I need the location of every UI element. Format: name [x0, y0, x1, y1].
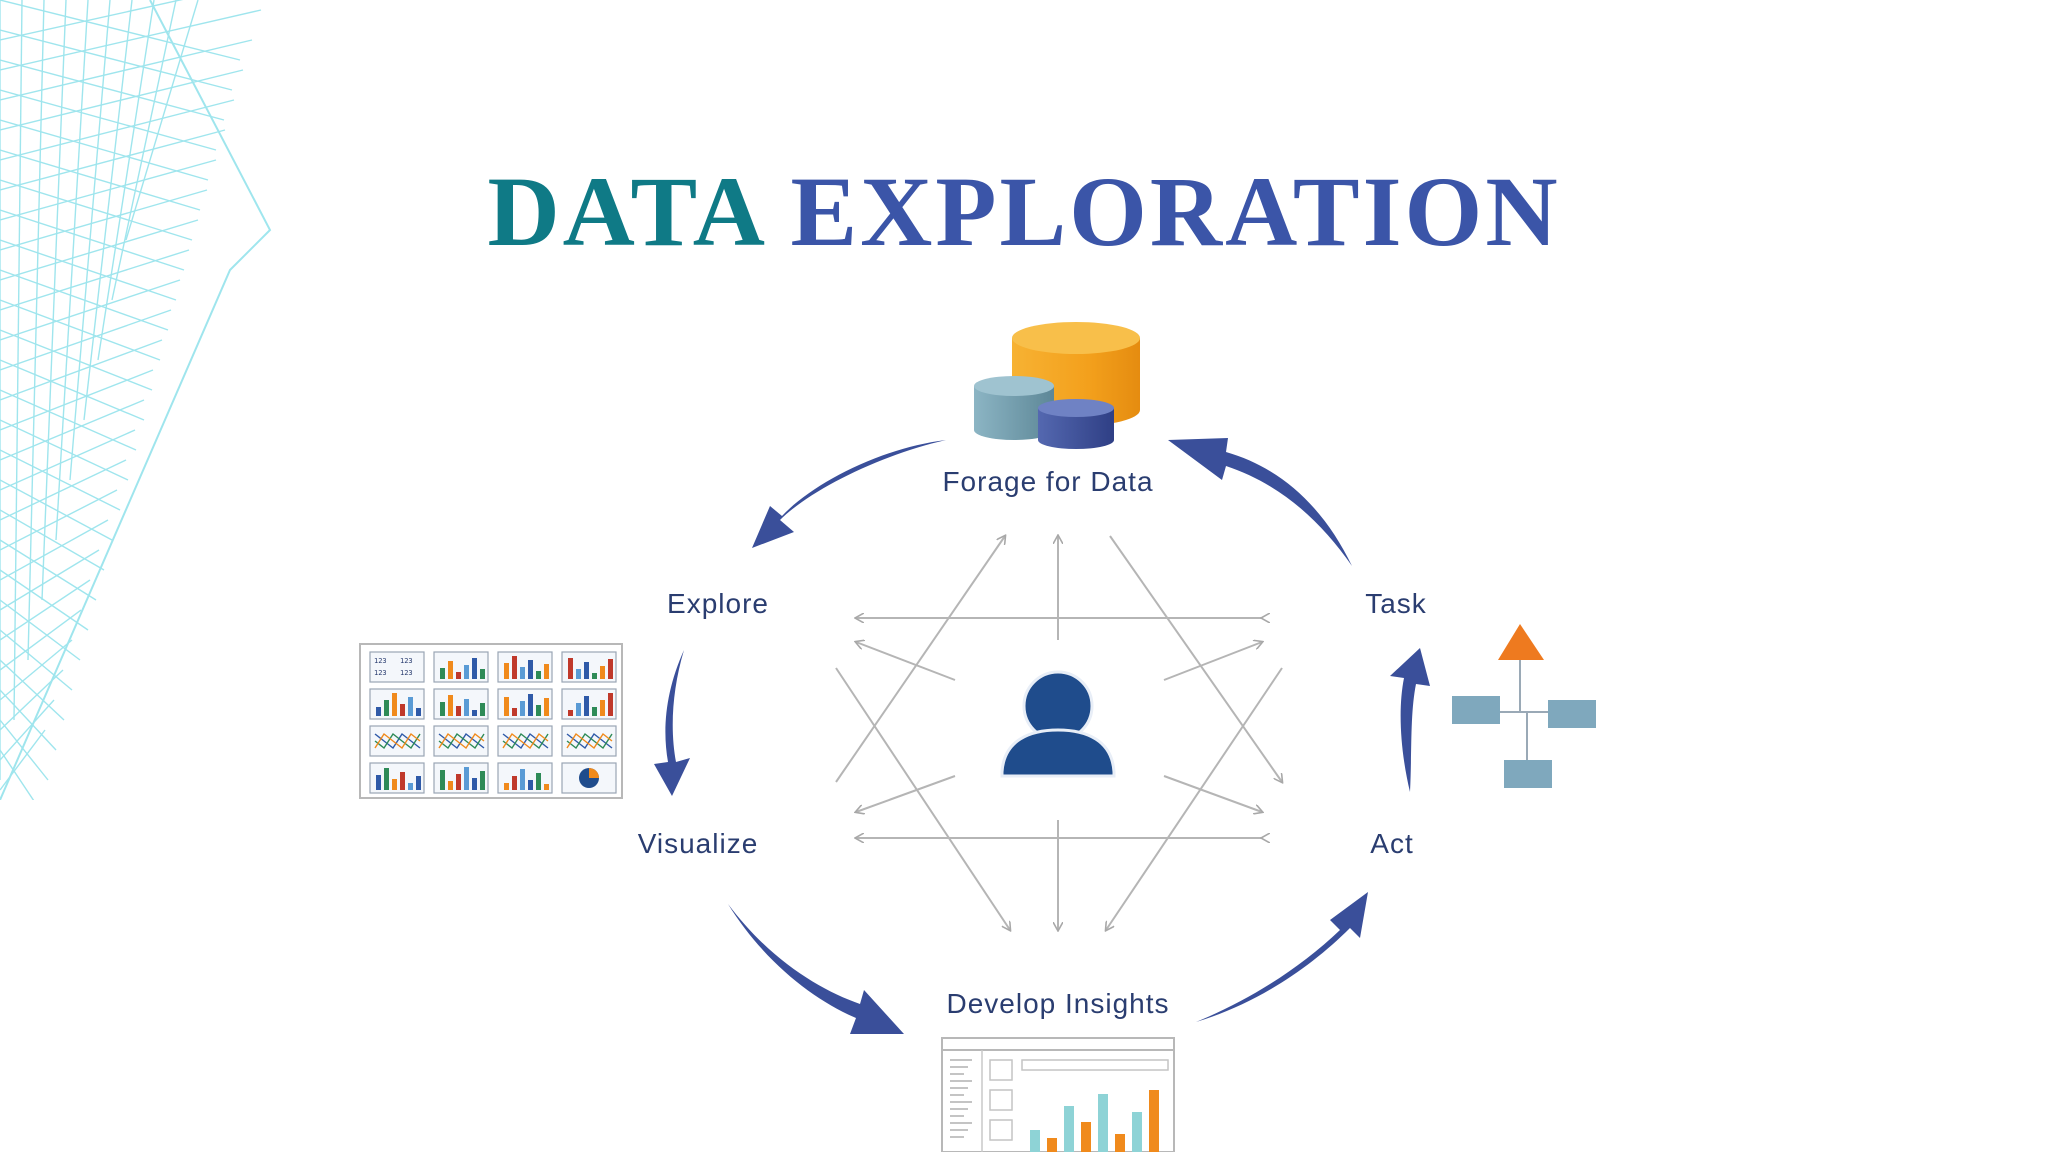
arrow-act-to-task [1390, 648, 1430, 792]
slide-title: DATA EXPLORATION [0, 162, 2048, 262]
thumbnail-number: 123 [374, 657, 387, 665]
stage-label-forage: Forage for Data [942, 466, 1153, 497]
wireframe-decoration [0, 0, 272, 800]
arrow-explore-to-visualize [654, 650, 690, 796]
user-icon [1000, 670, 1116, 778]
stage-label-act: Act [1370, 828, 1413, 859]
arrow-task-to-forage [1168, 438, 1352, 566]
database-icon [974, 322, 1140, 449]
thumbnail-number: 123 [400, 657, 413, 665]
stage-label-explore: Explore [667, 588, 769, 619]
cycle-arrows [654, 438, 1430, 1034]
stage-label-task: Task [1365, 588, 1427, 619]
slide-title-word-1: DATA [487, 156, 763, 267]
thumbnail-number: 123 [374, 669, 387, 677]
stage-label-develop: Develop Insights [946, 988, 1169, 1019]
central-connection-arrows [835, 536, 1282, 930]
dashboard-icon [941, 1037, 1175, 1152]
slide-title-word-2: EXPLORATION [790, 156, 1561, 267]
visualization-gallery-icon: 123 123 123 123 [359, 643, 623, 799]
arrow-visualize-to-develop [728, 904, 904, 1034]
thumbnail-number: 123 [400, 669, 413, 677]
arrow-develop-to-act [1196, 892, 1368, 1022]
flowchart-icon [1452, 624, 1596, 788]
stage-label-visualize: Visualize [638, 828, 759, 859]
arrow-forage-to-explore [752, 440, 946, 548]
